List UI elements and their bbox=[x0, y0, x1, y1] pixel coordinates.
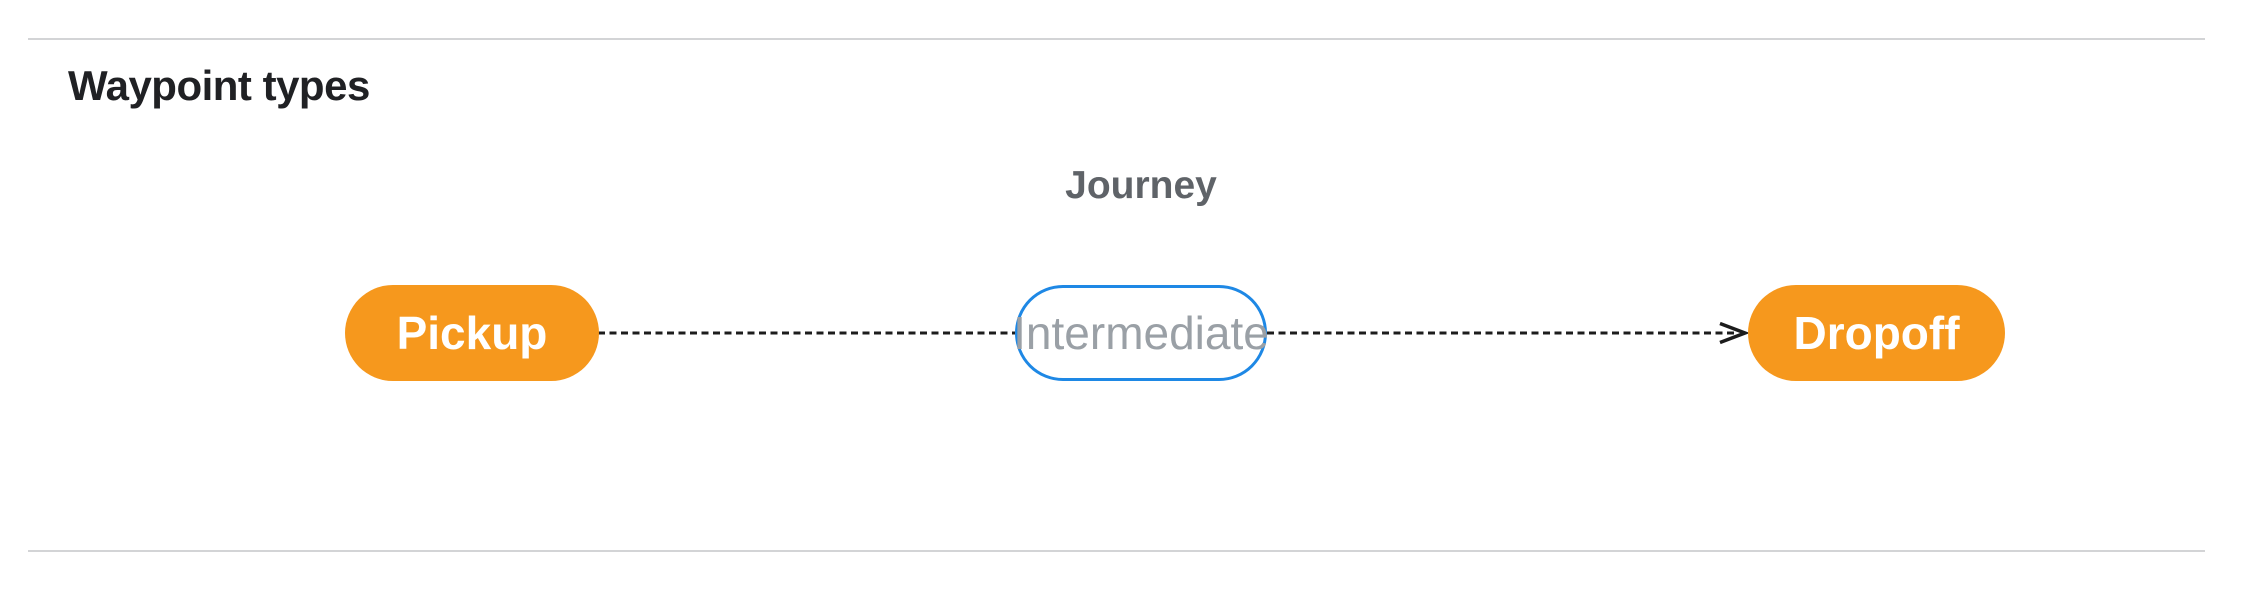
node-intermediate: Intermediate bbox=[1013, 285, 1269, 381]
diagram-title: Journey bbox=[1065, 164, 1217, 207]
node-dropoff: Dropoff bbox=[1748, 285, 2005, 381]
arrowhead-icon bbox=[1719, 321, 1750, 345]
section-title: Waypoint types bbox=[68, 62, 370, 109]
node-pickup: Pickup bbox=[345, 285, 599, 381]
bottom-divider bbox=[28, 550, 2205, 552]
top-divider bbox=[28, 38, 2205, 40]
